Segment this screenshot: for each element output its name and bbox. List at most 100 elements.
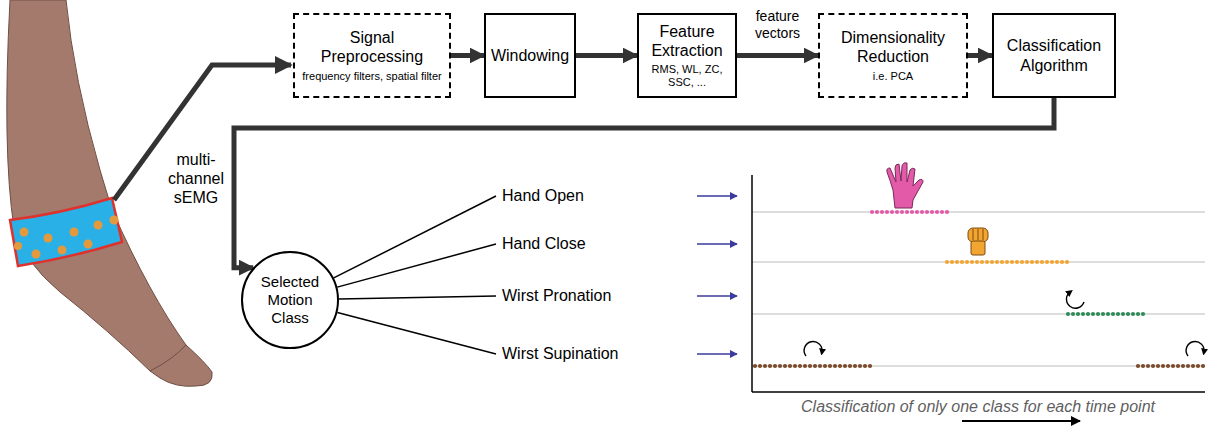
process-box: Windowing <box>484 13 576 98</box>
class-dot <box>1035 260 1039 264</box>
class-dot <box>1176 364 1180 368</box>
class-dot <box>1045 260 1049 264</box>
class-dot <box>1141 364 1145 368</box>
class-dot <box>1111 312 1115 316</box>
class-dot <box>1201 364 1205 368</box>
node-title: Windowing <box>491 46 569 65</box>
process-box: Signal Preprocessing frequency filters, s… <box>293 13 451 98</box>
time-arrow <box>962 420 1080 422</box>
class-dot <box>935 210 939 214</box>
class-dot <box>1081 312 1085 316</box>
node-title: Signal Preprocessing <box>301 28 443 66</box>
class-dot <box>915 210 919 214</box>
timeline-chart <box>752 163 1205 421</box>
class-dot <box>1116 312 1120 316</box>
class-dot <box>925 210 929 214</box>
class-dot <box>985 260 989 264</box>
process-box: Classification Algorithm <box>992 13 1116 98</box>
class-circle: Selected Motion Class <box>241 251 339 349</box>
class-dot <box>833 364 837 368</box>
class-dot <box>1076 312 1080 316</box>
class-dot <box>1086 312 1090 316</box>
class-dot <box>1121 312 1125 316</box>
class-dot <box>1005 260 1009 264</box>
node-title: Classification Algorithm <box>1000 36 1108 74</box>
class-dot <box>863 364 867 368</box>
class-dot <box>945 210 949 214</box>
class-label: Hand Open <box>500 186 586 205</box>
class-dot <box>1091 312 1095 316</box>
node-title: Wirst Supination <box>502 344 619 363</box>
flow-arrow <box>968 53 992 58</box>
node-title: Selected Motion Class <box>249 273 331 327</box>
class-dot <box>1025 260 1029 264</box>
class-dot <box>1141 312 1145 316</box>
class-dot <box>768 364 772 368</box>
process-box: Feature ExtractionRMS, WL, ZC, SSC, ... <box>637 13 737 98</box>
class-dot <box>1186 364 1190 368</box>
class-line <box>337 312 496 354</box>
class-dot <box>960 260 964 264</box>
class-dot <box>1136 312 1140 316</box>
class-dot <box>1151 364 1155 368</box>
node-subtitle: RMS, WL, ZC, SSC, ... <box>645 63 729 89</box>
class-line <box>339 296 496 299</box>
class-dot <box>753 364 757 368</box>
class-dot <box>828 364 832 368</box>
hand-close-icon <box>968 228 988 255</box>
class-dot <box>870 210 874 214</box>
class-dot <box>970 260 974 264</box>
rotation-icons <box>804 292 1204 356</box>
flow-arrow <box>576 53 637 58</box>
class-dot <box>990 260 994 264</box>
class-dot <box>1010 260 1014 264</box>
class-dot <box>808 364 812 368</box>
node-title: Feature Extraction <box>645 22 729 60</box>
class-dot <box>803 364 807 368</box>
signal-label: multi-channel sEMG <box>160 150 232 208</box>
class-dot <box>1196 364 1200 368</box>
edge-label: feature vectors <box>741 8 815 42</box>
class-dot <box>895 210 899 214</box>
class-dot <box>1181 364 1185 368</box>
chart-caption: Classification of only one class for eac… <box>738 397 1218 416</box>
class-dot <box>763 364 767 368</box>
class-dot <box>778 364 782 368</box>
class-dot <box>818 364 822 368</box>
class-dot <box>853 364 857 368</box>
class-dot <box>940 210 944 214</box>
class-dot <box>1020 260 1024 264</box>
class-dot <box>1096 312 1100 316</box>
class-dot <box>890 210 894 214</box>
class-dot <box>1131 312 1135 316</box>
class-dot <box>1060 260 1064 264</box>
class-dot <box>788 364 792 368</box>
class-dot <box>848 364 852 368</box>
class-dot <box>773 364 777 368</box>
class-dot <box>995 260 999 264</box>
class-dot <box>783 364 787 368</box>
class-dot <box>1065 260 1069 264</box>
class-dot <box>950 260 954 264</box>
class-dot <box>1171 364 1175 368</box>
node-title: Hand Open <box>502 186 584 205</box>
class-dot <box>823 364 827 368</box>
node-subtitle: frequency filters, spatial filter <box>302 70 441 83</box>
class-dot <box>1136 364 1140 368</box>
node-title: Wirst Pronation <box>502 286 611 305</box>
hand-open-icon <box>887 163 923 208</box>
class-dot <box>945 260 949 264</box>
class-dot <box>1146 364 1150 368</box>
class-dot <box>975 260 979 264</box>
class-dot <box>885 210 889 214</box>
class-dot <box>858 364 862 368</box>
class-dot <box>798 364 802 368</box>
class-dot <box>1040 260 1044 264</box>
class-dot <box>875 210 879 214</box>
class-label: Wirst Supination <box>500 344 621 363</box>
class-dot <box>1000 260 1004 264</box>
class-dot <box>1126 312 1130 316</box>
class-dot <box>1015 260 1019 264</box>
class-dot <box>1050 260 1054 264</box>
